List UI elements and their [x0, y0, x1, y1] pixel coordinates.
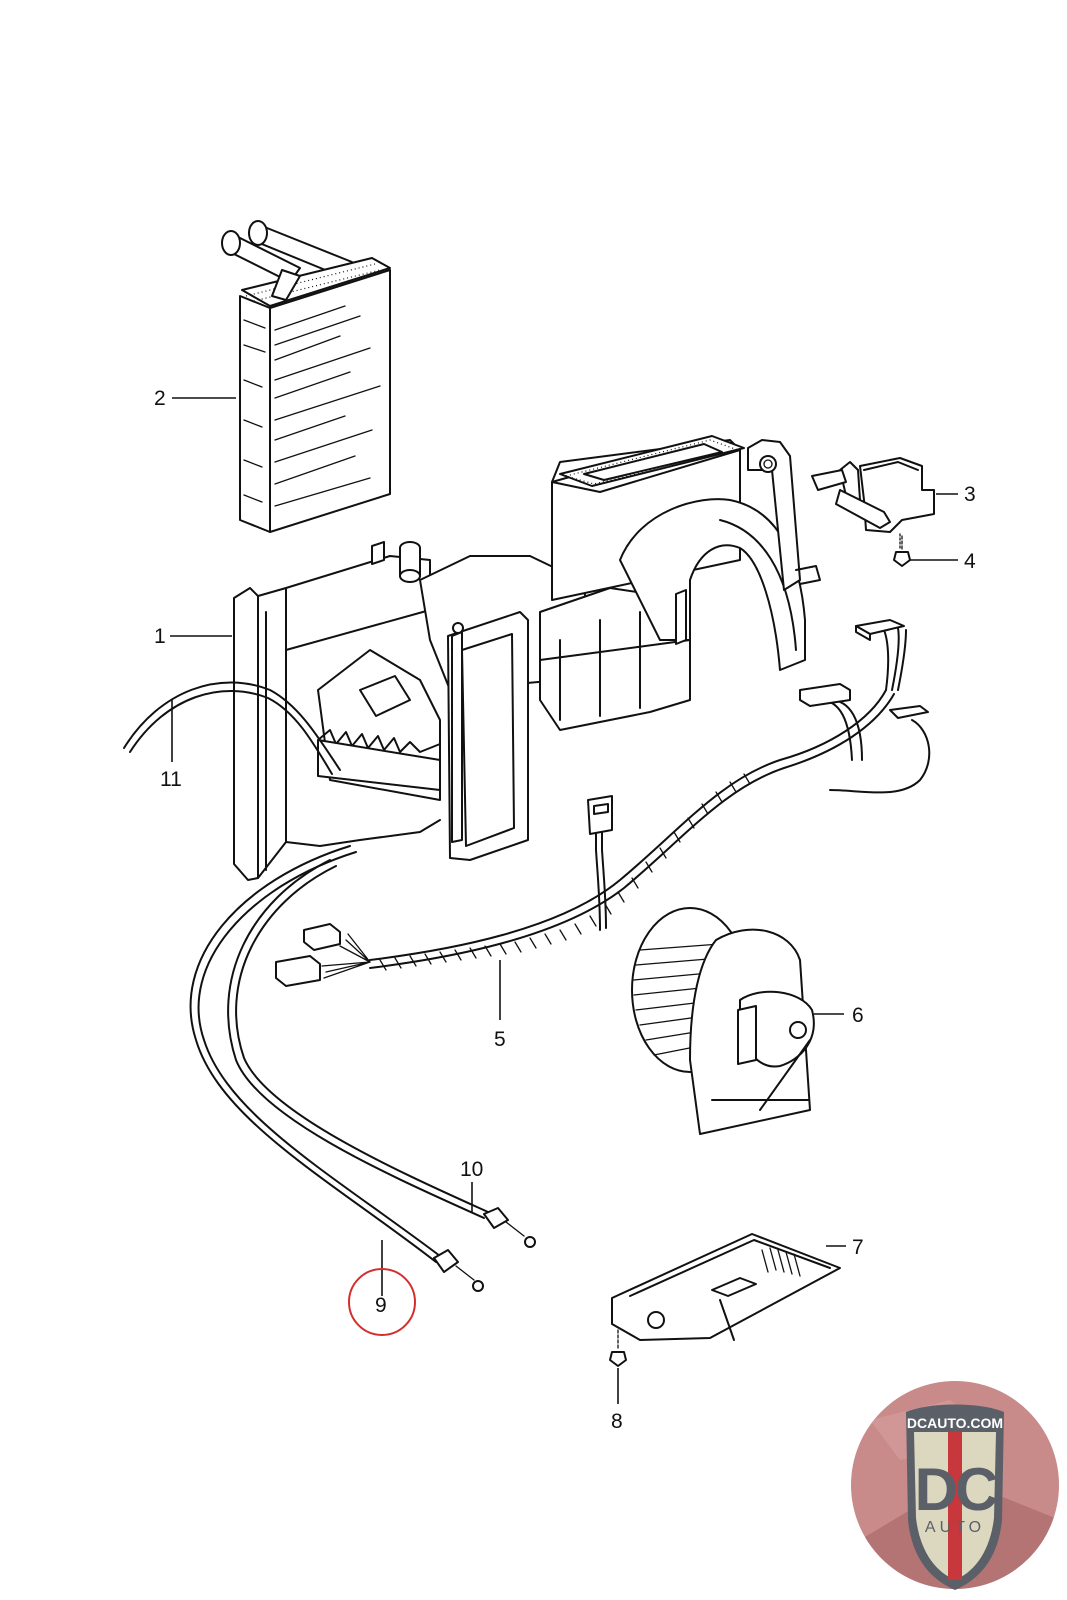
logo-stripe [948, 1432, 962, 1580]
cable-10[interactable] [227, 859, 536, 1248]
callout-2[interactable]: 2 [154, 387, 166, 410]
screw-4[interactable] [893, 535, 911, 567]
callout-11[interactable]: 11 [160, 768, 182, 791]
blower-motor[interactable] [631, 907, 815, 1135]
callout-6[interactable]: 6 [852, 1004, 864, 1027]
callout-8[interactable]: 8 [611, 1410, 623, 1433]
screw-8[interactable] [609, 1329, 627, 1367]
callout-3[interactable]: 3 [964, 483, 976, 506]
logo-mark: DC [915, 1456, 997, 1523]
callout-1[interactable]: 1 [154, 625, 166, 648]
callout-10[interactable]: 10 [460, 1158, 483, 1181]
heater-core[interactable] [221, 220, 391, 533]
logo-sub: AUTO [925, 1519, 985, 1536]
logo-site-text: DCAUTO.COM [907, 1415, 1003, 1431]
callout-9[interactable]: 9 [375, 1294, 387, 1317]
cable-11[interactable] [123, 681, 341, 775]
wiring-harness[interactable] [275, 619, 931, 987]
callout-4[interactable]: 4 [964, 550, 976, 573]
callout-5[interactable]: 5 [494, 1028, 506, 1051]
callouts: 2 1 11 3 4 5 6 7 8 10 9 [154, 387, 976, 1433]
blower-cover[interactable] [611, 1233, 841, 1341]
servo-motor[interactable] [811, 457, 935, 549]
highlight-circle-9 [348, 1268, 416, 1336]
callout-7[interactable]: 7 [852, 1236, 864, 1259]
heater-housing[interactable] [233, 435, 821, 881]
dcauto-logo[interactable]: DCAUTO.COM DC AUTO [851, 1381, 1060, 1600]
cable-9[interactable] [189, 845, 484, 1292]
